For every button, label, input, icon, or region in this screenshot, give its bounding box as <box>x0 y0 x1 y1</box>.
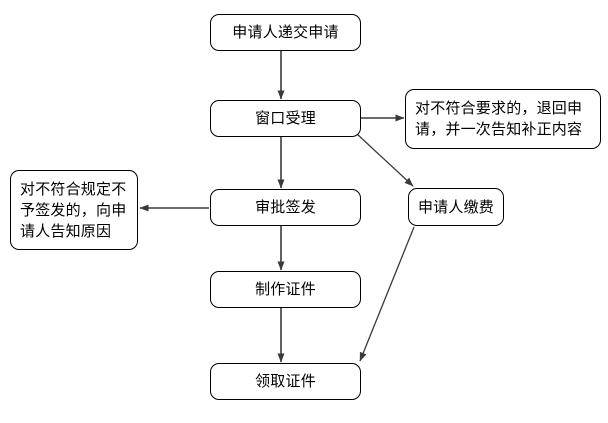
node-label: 审批签发 <box>255 198 316 216</box>
node-submit-application[interactable]: 申请人递交申请 <box>210 14 361 51</box>
node-produce-certificate[interactable]: 制作证件 <box>210 271 361 308</box>
node-label: 申请人缴费 <box>417 197 494 216</box>
node-window-acceptance[interactable]: 窗口受理 <box>210 100 361 137</box>
edge-payment-to-collect <box>359 226 415 362</box>
node-label: 对不符合规定不 予签发的，向申 请人告知原因 <box>20 179 127 240</box>
edge-accept-to-payment <box>356 133 414 187</box>
node-collect-certificate[interactable]: 领取证件 <box>210 363 361 400</box>
node-label: 领取证件 <box>255 372 316 390</box>
node-label: 对不符合要求的，退回申 请，并一次告知补正内容 <box>415 99 583 138</box>
node-deny-reason-note[interactable]: 对不符合规定不 予签发的，向申 请人告知原因 <box>10 170 138 250</box>
node-label: 申请人递交申请 <box>232 23 339 41</box>
node-label: 制作证件 <box>255 280 316 298</box>
node-label: 窗口受理 <box>255 109 316 127</box>
node-applicant-payment[interactable]: 申请人缴费 <box>408 188 504 226</box>
node-approval-issuance[interactable]: 审批签发 <box>210 189 361 226</box>
node-return-application-note[interactable]: 对不符合要求的，退回申 请，并一次告知补正内容 <box>405 89 601 149</box>
